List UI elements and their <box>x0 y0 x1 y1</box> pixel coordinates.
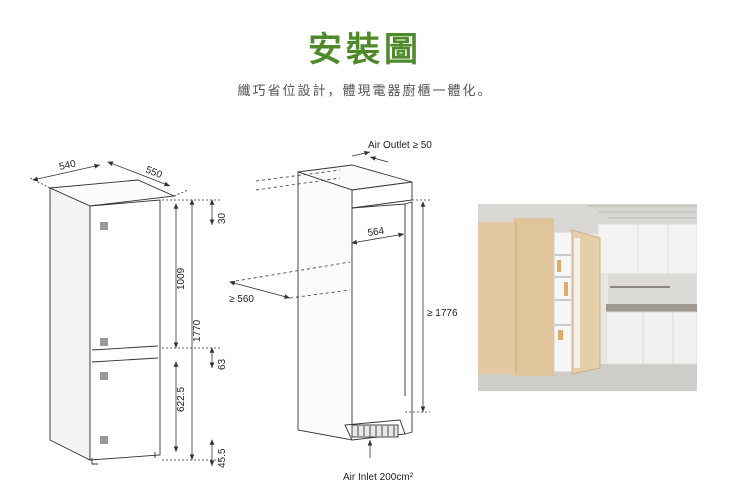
dim-height-min-label: ≥ 1776 <box>427 308 458 319</box>
page-subtitle: 纖巧省位設計，體現電器廚櫃一體化。 <box>237 84 493 99</box>
dim-lines-top <box>29 161 189 197</box>
air-outlet-label: Air Outlet ≥ 50 <box>368 140 432 151</box>
cabinet-dim-lines <box>229 150 430 458</box>
air-inlet-label: Air Inlet 200cm² <box>343 472 414 483</box>
dim-depth-label: 550 <box>144 165 164 182</box>
dim-total-height-label: 1770 <box>192 319 203 342</box>
dim-depth-min-label: ≥ 560 <box>229 294 254 305</box>
fridge-drawing <box>48 179 176 465</box>
dim-inner-width-label: 564 <box>367 226 385 239</box>
dim-upper-height-label: 1009 <box>176 267 187 290</box>
page-title: 安裝圖 <box>308 30 422 70</box>
kitchen-photo <box>478 204 697 391</box>
dim-mid-gap-label: 63 <box>217 358 228 370</box>
dim-lines-vertical <box>162 199 220 466</box>
dim-bottom-gap-label: 45.5 <box>217 448 228 468</box>
cabinet-drawing <box>297 164 413 441</box>
dim-lower-height-label: 622.5 <box>176 387 187 412</box>
dim-width-label: 540 <box>58 158 77 173</box>
dim-top-gap-label: 30 <box>217 212 228 224</box>
